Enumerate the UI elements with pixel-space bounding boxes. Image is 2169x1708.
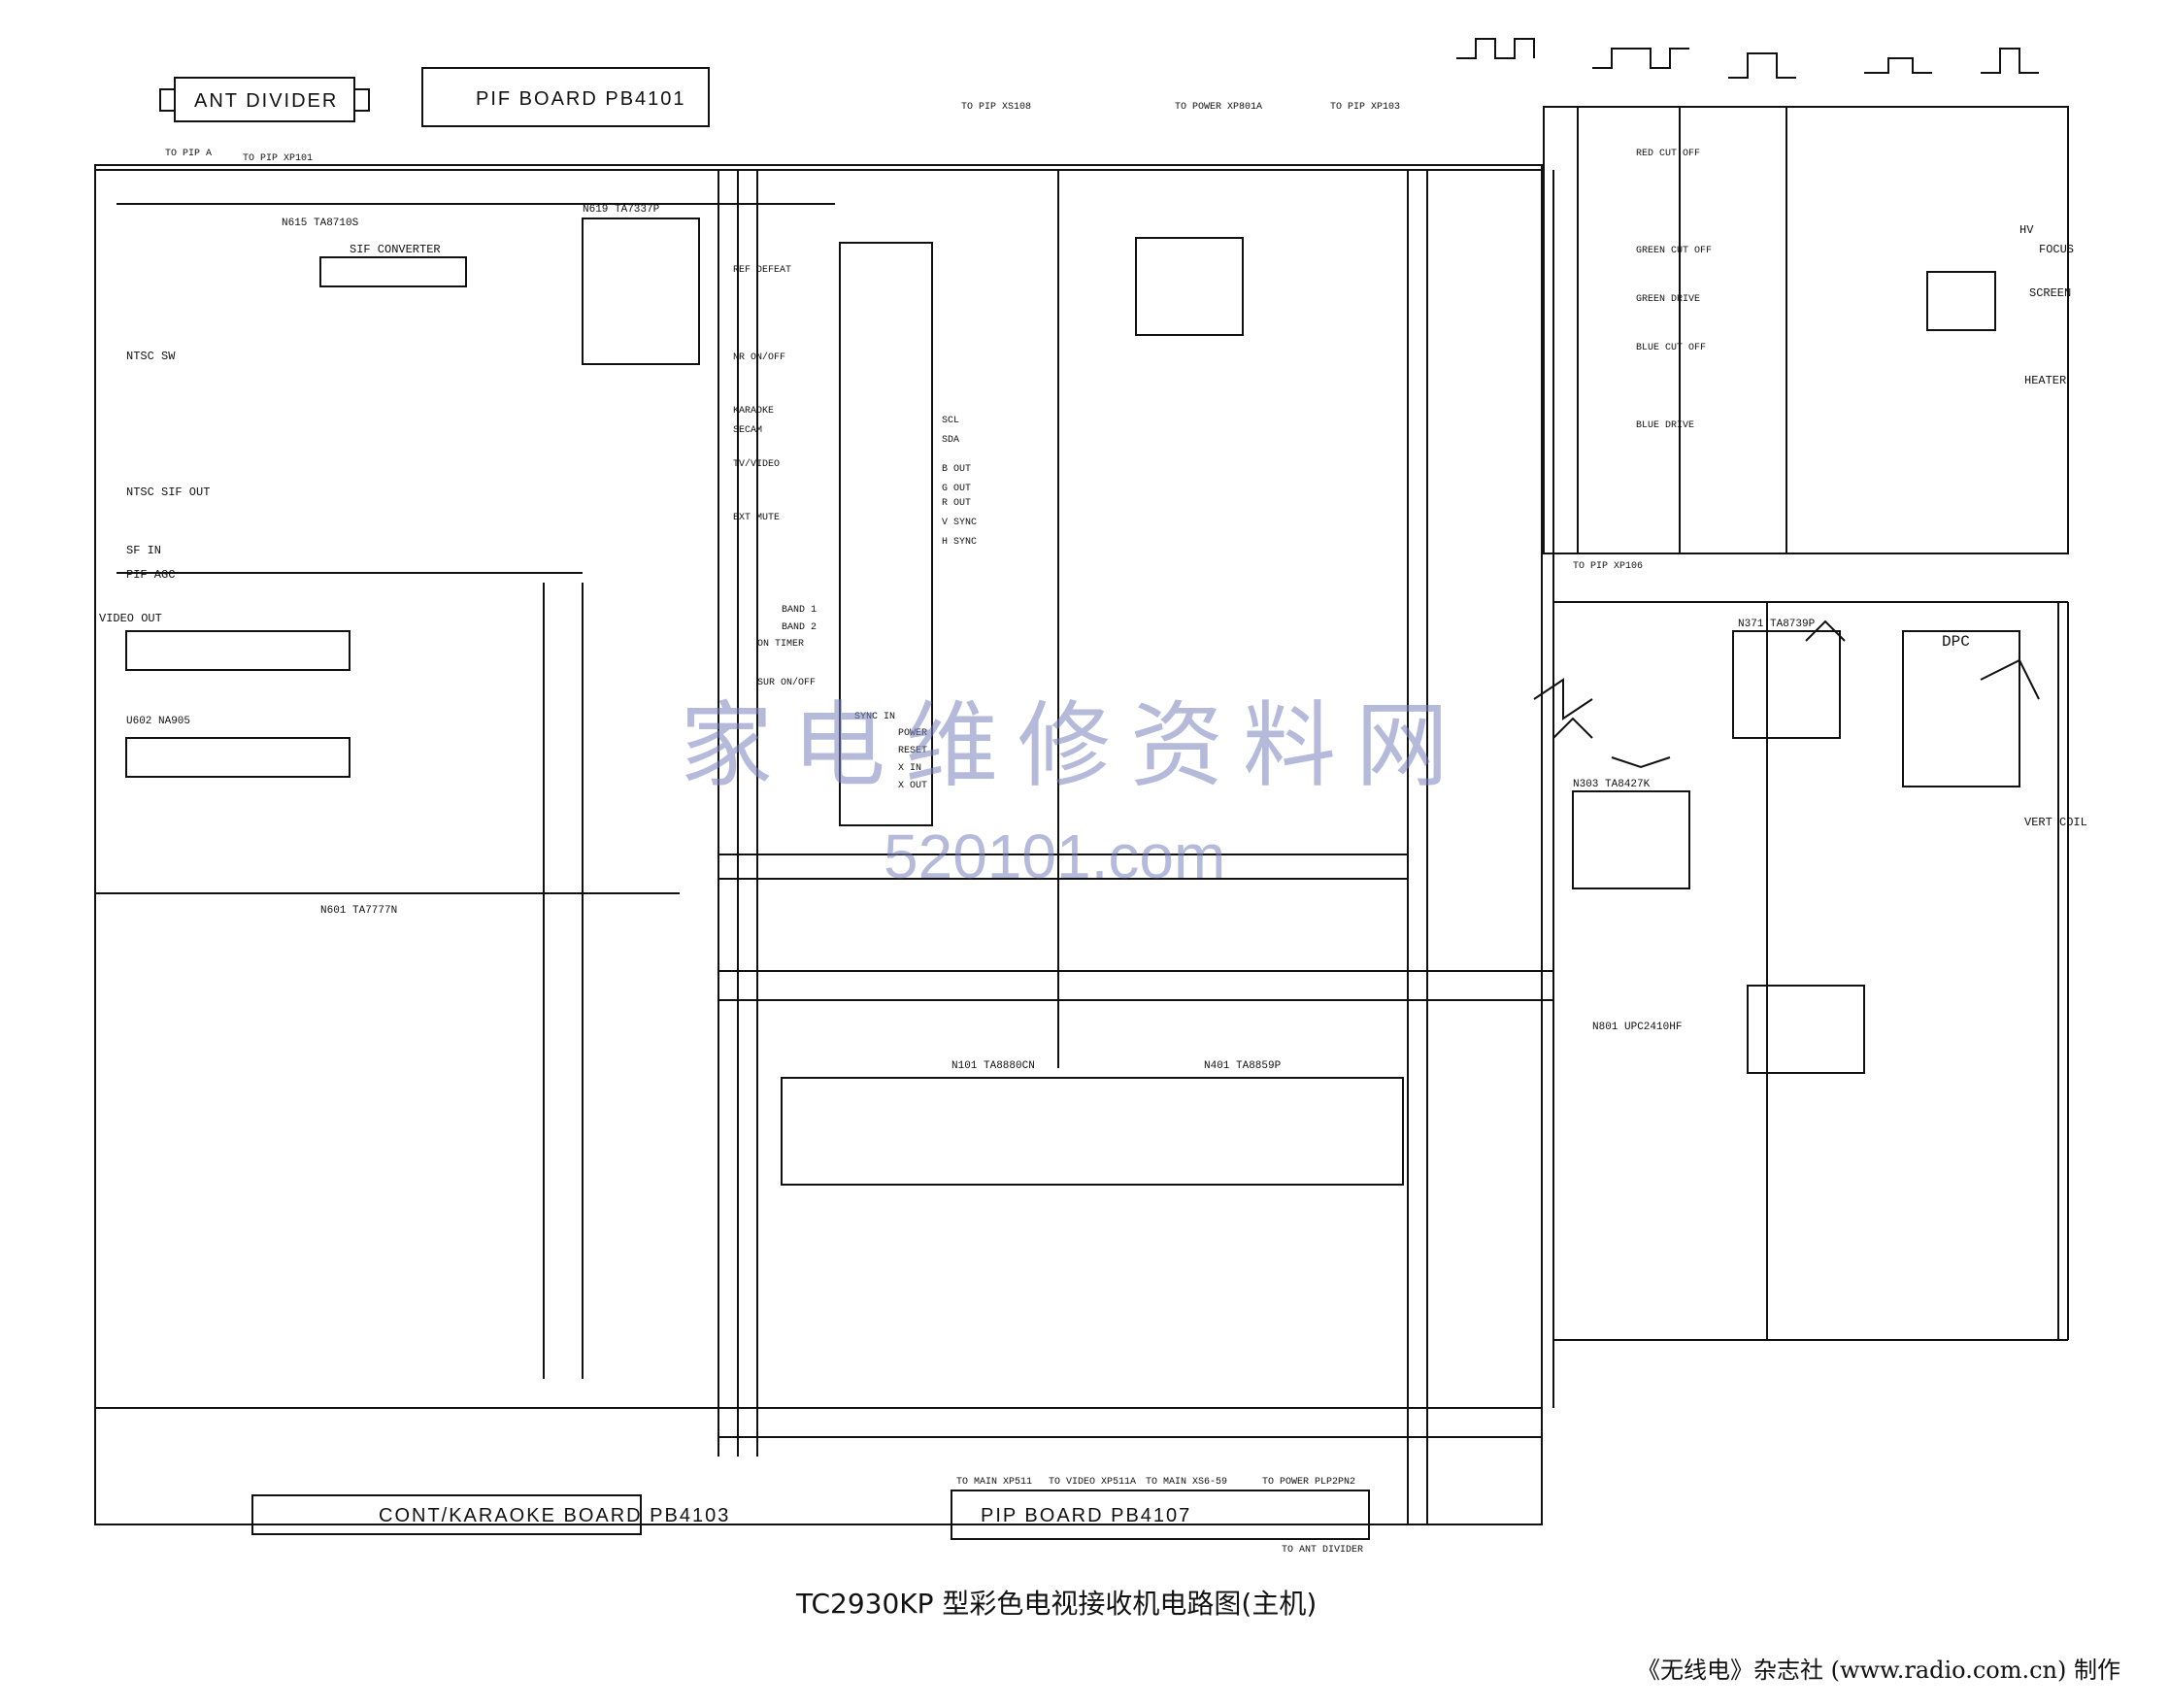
ntsc-sw-label: NTSC SW [126, 350, 176, 363]
pip-board-label: PIP BOARD PB4107 [981, 1505, 1191, 1526]
pip-board-box [951, 1490, 1370, 1540]
ant-divider-label: ANT DIVIDER [194, 90, 338, 112]
sif-converter-label: SIF CONVERTER [350, 243, 441, 256]
crt-board-frame [1543, 106, 2069, 554]
publisher-credit: 《无线电》杂志社 (www.radio.com.cn) 制作 [1636, 1657, 2120, 1684]
deflection-frame [1766, 601, 2059, 1341]
ntsc-sif-out-label: NTSC SIF OUT [126, 486, 210, 499]
connector-label-5: TO MAIN XP511 [956, 1477, 1032, 1488]
ta8427k-ic [1572, 790, 1690, 889]
ic-label-2: N619 TA7337P [583, 204, 660, 216]
flyback-transformer [1747, 985, 1865, 1074]
pif-agc-label: PIF AGC [126, 568, 175, 582]
cont-karaoke-board-label: CONT/KARAOKE BOARD PB4103 [379, 1505, 730, 1526]
pin-label: NR ON/OFF [733, 352, 785, 363]
rgb-label: GREEN DRIVE [1636, 294, 1700, 305]
ta7337p-ic [582, 218, 700, 365]
pin-label: R OUT [942, 498, 971, 509]
connector-label-9: TO ANT DIVIDER [1282, 1545, 1363, 1556]
rgb-label: RED CUT OFF [1636, 149, 1700, 159]
pin-label: SDA [942, 435, 959, 446]
connector-label-4: TO PIP XP106 [1573, 561, 1643, 572]
pin-label: G OUT [942, 484, 971, 494]
pin-label: SUR ON/OFF [757, 677, 816, 688]
pin-label: BAND 1 [782, 605, 817, 616]
pin-label: REF DEFEAT [733, 265, 791, 276]
watermark-text: 家电维修资料网 [680, 691, 1468, 800]
pif-board-label: PIF BOARD PB4101 [476, 88, 686, 110]
pin-label: TV/VIDEO [733, 458, 780, 470]
pin-label: SYNC IN [854, 712, 895, 722]
vert-coil-label: VERT COIL [2024, 816, 2087, 829]
pin-label: KARAOKE [733, 406, 774, 417]
ic-label-9: U602 NA905 [126, 716, 190, 727]
micro-controller-left-pins [839, 242, 933, 826]
connector-label-2: TO POWER XP801A [1175, 102, 1262, 113]
cont-karaoke-board-box [251, 1494, 642, 1535]
connector-label-11: TO PIP XP101 [243, 153, 313, 164]
eeprom-ic [1135, 237, 1244, 336]
ic-label-3: N601 TA7777N [320, 905, 397, 917]
sif-converter-ic [319, 256, 467, 287]
pin-label: SECAM [733, 425, 762, 436]
video-out-label: VIDEO OUT [99, 612, 162, 625]
ic-label-5: N303 TA8427K [1573, 779, 1651, 790]
ic-label-6: N401 TA8859P [1204, 1060, 1282, 1072]
main-board-frame [94, 164, 1543, 1525]
ta8739p-ic [1732, 630, 1841, 739]
ic-n605 [125, 630, 350, 671]
pin-label: H SYNC [942, 537, 977, 548]
ic-label-4: N371 TA8739P [1738, 619, 1816, 630]
pin-label: X OUT [898, 781, 927, 791]
pin-label: EXT MUTE [733, 513, 780, 523]
rgb-label: BLUE CUT OFF [1636, 343, 1706, 353]
connector-label-8: TO POWER PLP2PN2 [1262, 1477, 1355, 1488]
ic-label-8: N801 UPC2410HF [1592, 1021, 1682, 1033]
screen-label: SCREEN [2029, 286, 2071, 300]
diagram-title: TC2930KP 型彩色电视接收机电路图(主机) [796, 1588, 1318, 1620]
pin-label: B OUT [942, 464, 971, 475]
ic-label-7: N101 TA8880CN [951, 1060, 1035, 1072]
hv-label: HV [2019, 223, 2034, 237]
pin-label: POWER [898, 728, 927, 739]
connector-label-7: TO MAIN XS6-59 [1146, 1477, 1227, 1488]
ic-na05 [125, 737, 350, 778]
focus-label: FOCUS [2039, 243, 2074, 256]
rgb-label: GREEN CUT OFF [1636, 246, 1712, 256]
crt-socket [1926, 271, 1996, 331]
dpc-block [1902, 630, 2020, 787]
watermark-url: 520101.com [884, 821, 1226, 891]
sif-in-label: SF IN [126, 544, 161, 557]
heater-label: HEATER [2024, 374, 2066, 387]
rgb-label: BLUE DRIVE [1636, 420, 1694, 431]
pin-label: V SYNC [942, 518, 977, 528]
controller-pin-labels: REF DEFEAT NR ON/OFF TV/VIDEO KARAOKE SE… [733, 265, 977, 791]
dpc-label: DPC [1942, 633, 1970, 651]
connector-label-1: TO PIP XS108 [961, 102, 1031, 113]
pin-label: ON TIMER [757, 639, 804, 650]
pin-label: X IN [898, 763, 921, 774]
connector-label-10: TO PIP A [165, 149, 212, 159]
pif-board-box [421, 67, 710, 127]
ic-label-1: N615 TA8710S [282, 218, 359, 229]
pin-label: SCL [942, 416, 959, 426]
ta8880-main-ic [781, 1077, 1404, 1186]
pin-label: BAND 2 [782, 622, 817, 633]
pin-label: RESET [898, 746, 927, 756]
connector-label-6: TO VIDEO XP511A [1049, 1477, 1136, 1488]
connector-label-3: TO PIP XP103 [1330, 102, 1400, 113]
